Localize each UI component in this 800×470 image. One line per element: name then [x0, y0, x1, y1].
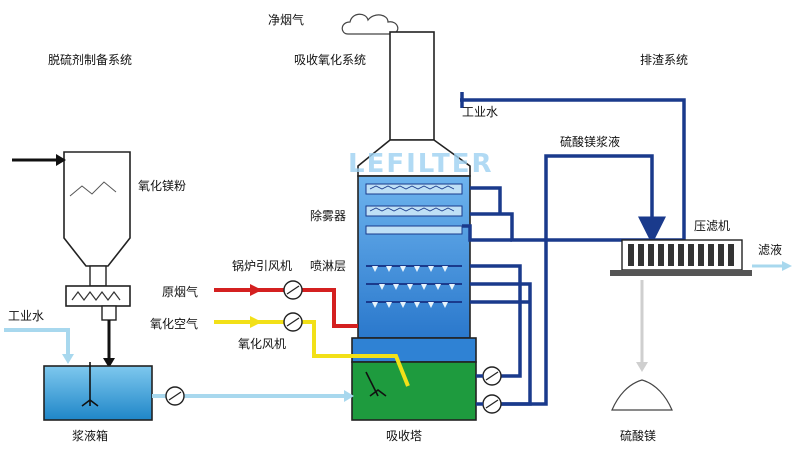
section-absorption-oxidation: 吸收氧化系统: [294, 53, 366, 67]
screw-feeder-icon: [65, 285, 131, 321]
absorption-tower-label: 吸收塔: [386, 429, 422, 443]
mgso4-pile-icon: [611, 379, 673, 411]
demister-label: 除雾器: [310, 208, 346, 223]
industrial-water-left-pipe: [4, 328, 74, 364]
mgo-powder-silo: [63, 151, 131, 287]
mgo-powder-label: 氧化镁粉: [138, 179, 186, 193]
oxidation-air-label: 氧化空气: [150, 316, 198, 331]
oxidation-fan-icon: [283, 312, 303, 332]
section-desulfurizer-prep: 脱硫剂制备系统: [48, 52, 132, 67]
boiler-induced-fan-icon: [283, 280, 303, 300]
industrial-water-right-pipe: [460, 92, 686, 242]
mgo-feed-arrow: [12, 154, 66, 166]
slurry-feed-pump-icon: [165, 386, 185, 406]
raw-flue-gas-pipe: [214, 284, 358, 328]
industrial-water-left-label: 工业水: [8, 309, 44, 323]
circulation-pump-lower-icon: [482, 394, 502, 414]
tower-agitator-icon: [365, 371, 387, 397]
product-discharge-arrow: [636, 280, 648, 372]
demister-layers: [365, 183, 463, 235]
filtrate-pipe: [752, 261, 792, 271]
raw-flue-gas-label: 原烟气: [162, 284, 198, 299]
mgso4-product-label: 硫酸镁: [620, 428, 656, 443]
watermark-logo: LEFILTER: [348, 149, 494, 179]
spray-layers: [366, 265, 462, 308]
section-slag-discharge: 排渣系统: [640, 53, 688, 67]
slurry-tank: [43, 362, 153, 421]
absorption-tower: [351, 31, 477, 421]
mgso4-slurry-label: 硫酸镁浆液: [560, 134, 620, 149]
slurry-feed-pipe: [152, 390, 354, 402]
filtrate-label: 滤液: [758, 242, 782, 257]
spray-circulation-pipes: [470, 264, 532, 406]
oxidation-fan-label: 氧化风机: [238, 337, 286, 351]
feeder-to-tank-arrow: [103, 320, 115, 368]
slurry-tank-label: 浆液箱: [72, 428, 108, 443]
oxidation-air-pipe: [214, 316, 410, 387]
circulation-pump-upper-icon: [482, 366, 502, 386]
filter-press: [610, 239, 752, 276]
filter-press-label: 压滤机: [694, 219, 730, 233]
industrial-water-right-label: 工业水: [462, 105, 498, 119]
mgso4-slurry-pipe: [500, 154, 666, 406]
spray-layer-label: 喷淋层: [310, 259, 346, 273]
smoke-cloud-icon: [341, 13, 399, 35]
boiler-induced-fan-label: 锅炉引风机: [232, 258, 292, 273]
clean-flue-gas-label: 净烟气: [268, 12, 304, 27]
